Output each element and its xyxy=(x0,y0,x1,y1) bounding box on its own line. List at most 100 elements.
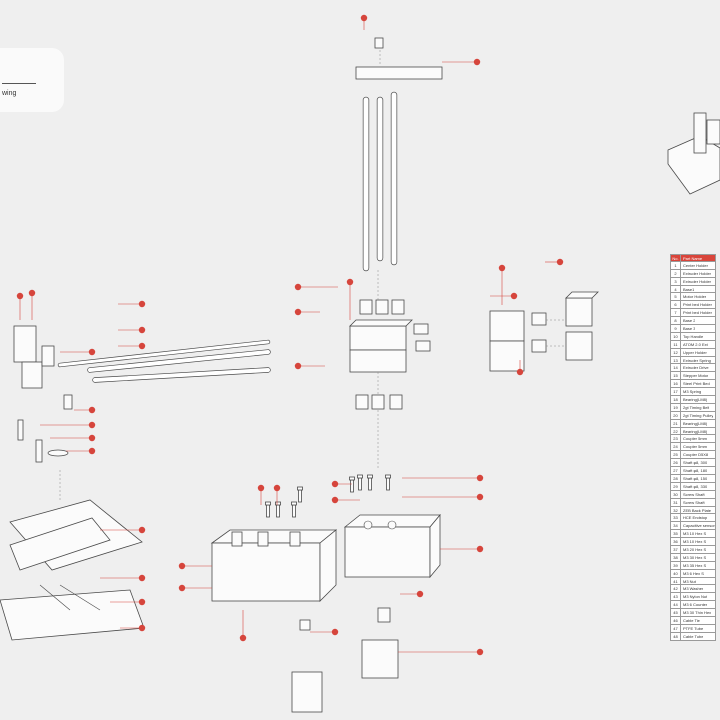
part-number: 20 xyxy=(671,411,681,419)
bearing xyxy=(371,394,385,410)
bearing xyxy=(231,531,243,547)
part-number: 2 xyxy=(671,269,681,277)
part-number: 34 xyxy=(671,522,681,530)
center-holder xyxy=(349,325,407,351)
part-number: 43 xyxy=(671,593,681,601)
callout-marker xyxy=(476,474,484,482)
part-number: 9 xyxy=(671,325,681,332)
part-number: 42 xyxy=(671,585,681,593)
part-name: Shaft φ8, 300 xyxy=(683,460,708,466)
part-number: 10 xyxy=(671,332,681,340)
callout-marker xyxy=(16,292,24,300)
extruder-part xyxy=(63,394,73,410)
title-card: wing xyxy=(0,48,64,112)
part-number: 16 xyxy=(671,380,681,388)
callout-marker xyxy=(138,598,146,606)
callout-marker xyxy=(257,484,265,492)
part-name: Extruder Holder xyxy=(683,278,712,284)
part-name: Base1 xyxy=(683,286,695,292)
callout-marker xyxy=(476,545,484,553)
part-name: M3 30 Hex S xyxy=(683,554,707,560)
bearing xyxy=(289,531,301,547)
part-number: 41 xyxy=(671,577,681,585)
callout-marker xyxy=(473,58,481,66)
top-handle xyxy=(355,66,443,80)
part-name: PTFE Tube xyxy=(683,625,704,631)
part-number: 44 xyxy=(671,601,681,609)
extruder-body xyxy=(21,361,43,389)
part-name: Base 3 xyxy=(683,326,696,332)
stepper-motor-top xyxy=(565,291,599,299)
part-name: M3 10 Hex S xyxy=(683,539,707,545)
part-number: 47 xyxy=(671,624,681,632)
coupler xyxy=(299,619,311,631)
spring-clip xyxy=(47,449,69,457)
part-name: M3 20 Hex S xyxy=(683,546,707,552)
bolt-head xyxy=(367,474,373,479)
part-name: M3 35 Hex S xyxy=(683,562,707,568)
bolt xyxy=(298,489,302,503)
part-name: Extruder Drive xyxy=(683,365,709,371)
part-name: ATOM 2.0 Ext xyxy=(683,341,708,347)
bolt-head xyxy=(357,474,363,479)
part-name: Steel Print Bed xyxy=(683,381,710,387)
part-number: 29 xyxy=(671,482,681,490)
callout-marker xyxy=(138,342,146,350)
callout-marker xyxy=(138,326,146,334)
callout-marker xyxy=(88,406,96,414)
callout-marker xyxy=(416,590,424,598)
part-name: Stepper Motor xyxy=(683,373,709,379)
title-rule xyxy=(2,83,36,84)
callout-marker xyxy=(516,368,524,376)
part-name: Top Handle xyxy=(683,333,704,339)
bolt-head xyxy=(275,501,281,506)
part-name: Bearing(LM8) xyxy=(683,397,708,403)
parts-table-header-name: Part Name xyxy=(683,256,703,261)
extruder-holder xyxy=(13,325,37,363)
callout-marker xyxy=(88,434,96,442)
callout-marker xyxy=(294,308,302,316)
callout-marker xyxy=(178,562,186,570)
part-name: Print bed Holder xyxy=(683,302,712,308)
part-name: Center Holder xyxy=(683,262,708,268)
part-number: 5 xyxy=(671,293,681,301)
part-number: 28 xyxy=(671,474,681,482)
callout-marker xyxy=(28,289,36,297)
coupler xyxy=(377,607,391,623)
part-name: Shaft φ8, 150 xyxy=(683,475,708,481)
part-number: 26 xyxy=(671,459,681,467)
parts-table-header: No. Part Name xyxy=(670,254,716,262)
center-holder-top xyxy=(349,319,413,327)
bearing xyxy=(257,531,269,547)
part-name: Print bed Holder xyxy=(683,310,712,316)
motor-holder xyxy=(489,340,525,372)
bed-support xyxy=(59,584,101,611)
callout-marker xyxy=(88,348,96,356)
part-number: 38 xyxy=(671,553,681,561)
part-number: 18 xyxy=(671,396,681,403)
part-name: M3 Spring xyxy=(683,389,702,395)
callout-marker xyxy=(138,624,146,632)
callout-marker xyxy=(360,14,368,22)
